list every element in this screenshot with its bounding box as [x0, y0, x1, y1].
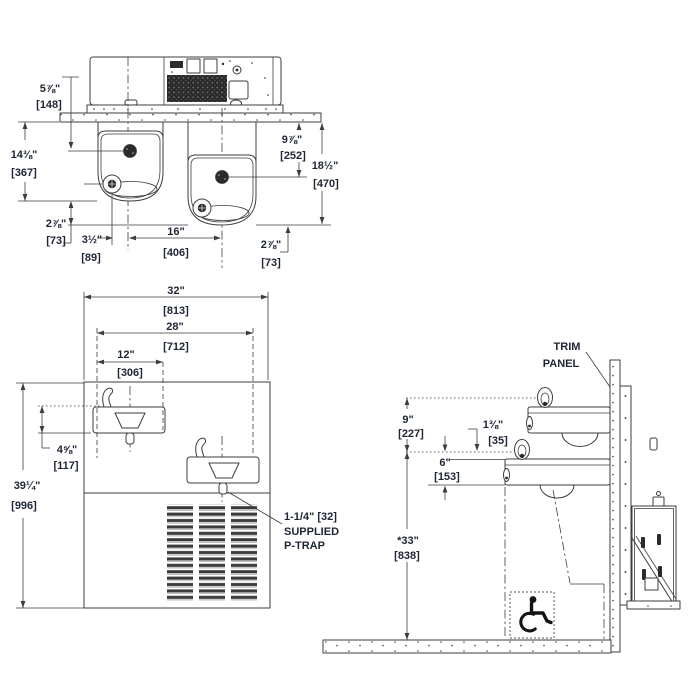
dim-1-3-8-in: 1⅜" [483, 419, 504, 431]
lower-receptor-side [504, 458, 611, 486]
dim-3-1-2-mm: [89] [81, 252, 101, 264]
housing-flange [86, 104, 284, 114]
top-view-dimensions [18, 76, 331, 253]
dim-2-7-8-left-mm: [73] [46, 235, 66, 247]
upper-trap-cover [561, 432, 599, 447]
louver-column-3 [231, 504, 257, 601]
dim-18-1-2-mm: [470] [313, 178, 339, 190]
wheelchair-icon [509, 591, 555, 639]
dim-18-1-2-in: 18½" [312, 160, 339, 172]
wall-bracket-assembly [626, 491, 681, 610]
louver-column-1 [167, 504, 193, 601]
dim-6-mm: [153] [434, 471, 460, 483]
housing-slot [124, 99, 138, 106]
frame-rivets [624, 395, 627, 595]
louver-column-2 [199, 504, 225, 601]
dim-32-in: 32" [167, 285, 184, 297]
dim-2-7-8-right-mm: [73] [261, 257, 281, 269]
dim-16-in: 16" [167, 226, 184, 238]
flange-rivets [93, 108, 277, 110]
housing-vent-slot [170, 61, 183, 68]
dim-33-mm: [838] [394, 550, 420, 562]
dim-2-7-8-right-in: 2⅞" [261, 239, 282, 251]
dim-14-3-8-mm: [367] [11, 167, 37, 179]
dim-9-in: 9" [402, 414, 413, 426]
trim-panel-leader [585, 351, 611, 388]
dim-9-mm: [227] [398, 428, 424, 440]
dim-4-5-8-mm: [117] [53, 460, 78, 472]
side-view-dimensions [404, 397, 538, 640]
side-view: TRIM PANEL 9" [227] 1⅜" [35] 6" [153] *3… [322, 341, 681, 654]
upper-bubbler-front [102, 387, 114, 408]
lower-drain [215, 170, 229, 184]
upper-tailpiece [125, 432, 135, 445]
dim-1-3-8-mm: [35] [488, 435, 508, 447]
upper-fountain-front [92, 386, 166, 452]
ptrap-leader [227, 491, 283, 525]
upper-bubbler-side [537, 387, 553, 408]
dim-39-1-4-mm: [996] [11, 500, 37, 512]
ptrap-note-line3: P-TRAP [284, 540, 325, 552]
dim-2-7-8-left-in: 2⅞" [46, 218, 67, 230]
lower-bubbler-side [514, 439, 530, 460]
front-view: 32" [813] 28" [712] 12" [306] 4⅝" [117] … [11, 285, 339, 609]
front-view-dimensions [16, 292, 283, 609]
housing-port-right [203, 58, 218, 74]
dim-5-7-8-in: 5⅞" [40, 83, 61, 95]
lower-fountain-front [186, 436, 260, 502]
lower-pushbutton [503, 468, 510, 482]
diagonal-brace [631, 537, 674, 604]
trim-panel-label-line1: TRIM [554, 341, 581, 353]
alcove-hidden-lines [504, 487, 605, 639]
upper-receptor-side [527, 406, 611, 434]
upper-pushbutton [526, 416, 533, 430]
dim-28-in: 28" [166, 321, 183, 333]
dim-3-1-2-in: 3½" [82, 234, 103, 246]
dim-5-7-8-mm: [148] [36, 99, 62, 111]
bracket-plate [644, 577, 659, 591]
dim-16-mm: [406] [163, 247, 189, 259]
dim-12-mm: [306] [117, 367, 143, 379]
dim-9-7-8-mm: [252] [280, 150, 306, 162]
upper-drain-front [114, 412, 146, 429]
lower-fountain-side [503, 439, 611, 499]
dim-6-in: 6" [439, 457, 450, 469]
housing-rivets [171, 60, 269, 101]
dim-28-mm: [712] [163, 341, 189, 353]
dim-4-5-8-in: 4⅝" [57, 444, 78, 456]
trim-panel-label-line2: PANEL [543, 358, 580, 370]
lower-tailpiece [218, 482, 228, 495]
dim-14-3-8-in: 14⅜" [11, 149, 38, 161]
lower-drain-front [208, 462, 240, 479]
upper-fountain-side [526, 387, 611, 447]
mounting-frame [619, 385, 632, 606]
access-cover [228, 80, 249, 100]
bracket-box [631, 505, 677, 607]
dim-32-mm: [813] [163, 305, 189, 317]
lower-trap-cover [539, 484, 575, 499]
ptrap-note-line1: 1-1/4" [32] [284, 511, 337, 523]
dim-12-in: 12" [117, 349, 134, 361]
dim-39-1-4-in: 39¼" [14, 480, 41, 492]
housing-port-left [186, 58, 201, 74]
upper-basin-plan [97, 122, 164, 202]
ptrap-note-line2: SUPPLIED [284, 526, 339, 538]
upper-drain [123, 144, 137, 158]
lower-basin-plan [187, 122, 257, 226]
dim-33-in: *33" [397, 535, 419, 547]
top-view: 5⅞" [148] 14⅜" [367] 2⅞" [73] 3½" [89] 1… [11, 56, 339, 269]
frame-tab [649, 437, 658, 451]
dim-9-7-8-in: 9⅞" [282, 134, 303, 146]
lower-bubbler-front [195, 437, 207, 458]
